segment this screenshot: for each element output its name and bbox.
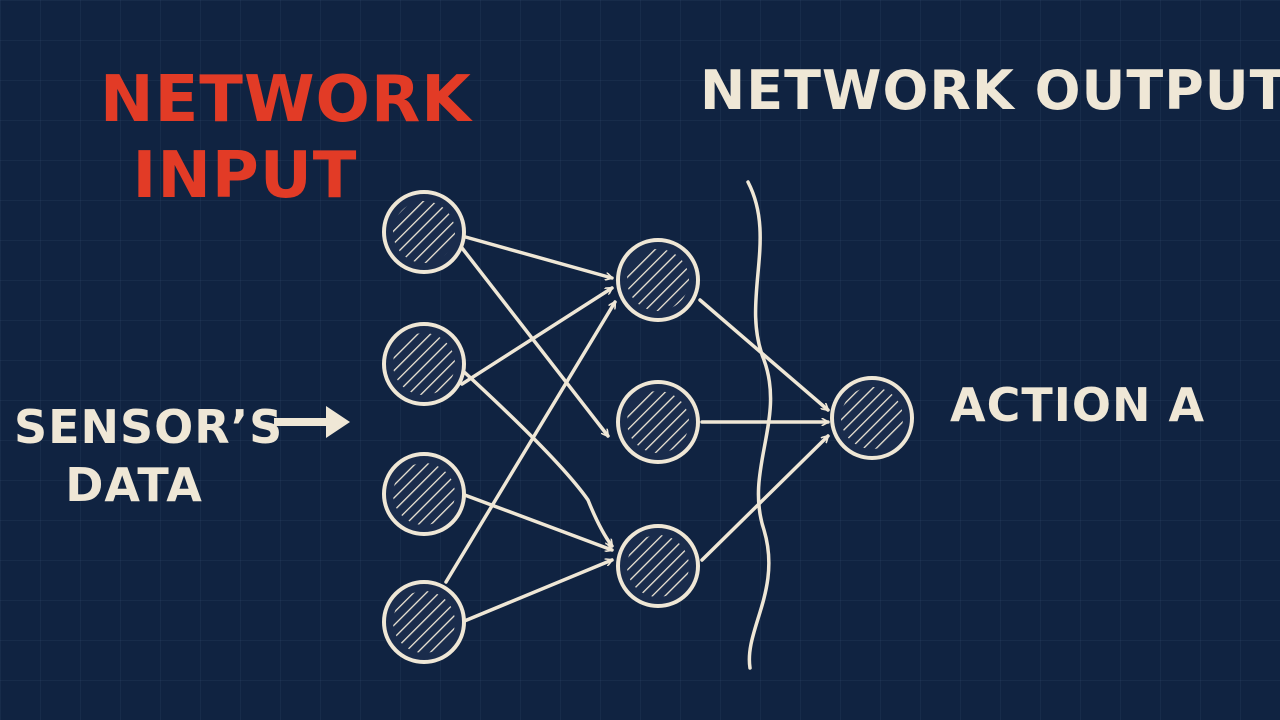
- input-node: [382, 452, 466, 536]
- connection-i1-h2: [460, 246, 610, 436]
- connection-i4-h1: [444, 302, 617, 584]
- network-output-title: NETWORK OUTPUT: [700, 59, 1280, 122]
- hatch-icon: [393, 201, 455, 263]
- hidden-node: [616, 524, 700, 608]
- sensor-data-label-line2: DATA: [65, 458, 203, 512]
- input-node: [382, 580, 466, 664]
- network-input-title-line1: NETWORK: [100, 63, 472, 137]
- connection-i2-h3: [460, 368, 614, 546]
- hatch-icon: [393, 591, 455, 653]
- hatch-icon: [841, 387, 903, 449]
- input-connections: [444, 234, 617, 624]
- hatch-icon: [627, 535, 689, 597]
- hidden-node: [616, 380, 700, 464]
- wavy-divider: [746, 180, 773, 670]
- input-node: [382, 322, 466, 406]
- output-node: [830, 376, 914, 460]
- network-input-title: NETWORK INPUT: [100, 62, 472, 214]
- input-node: [382, 190, 466, 274]
- arrow-right-icon: [274, 406, 350, 438]
- input-layer: [382, 190, 466, 664]
- output-connections: [698, 298, 830, 562]
- sensor-data-label: SENSOR’S DATA: [14, 398, 284, 514]
- connection-i2-h1: [460, 286, 612, 386]
- hidden-layer: [616, 238, 700, 608]
- action-a-label: ACTION A: [950, 378, 1206, 432]
- hatch-icon: [627, 249, 689, 311]
- connection-i1-h1: [460, 234, 612, 278]
- connection-i4-h3: [460, 560, 612, 624]
- connection-h3-o1: [700, 434, 830, 562]
- hidden-node: [616, 238, 700, 322]
- sensor-data-label-line1: SENSOR’S: [14, 400, 284, 454]
- hatch-icon: [627, 391, 689, 453]
- hatch-icon: [393, 463, 455, 525]
- hatch-icon: [393, 333, 455, 395]
- connection-h1-o1: [698, 298, 828, 412]
- network-input-title-line2: INPUT: [132, 139, 358, 213]
- connection-i3-h3: [460, 492, 612, 550]
